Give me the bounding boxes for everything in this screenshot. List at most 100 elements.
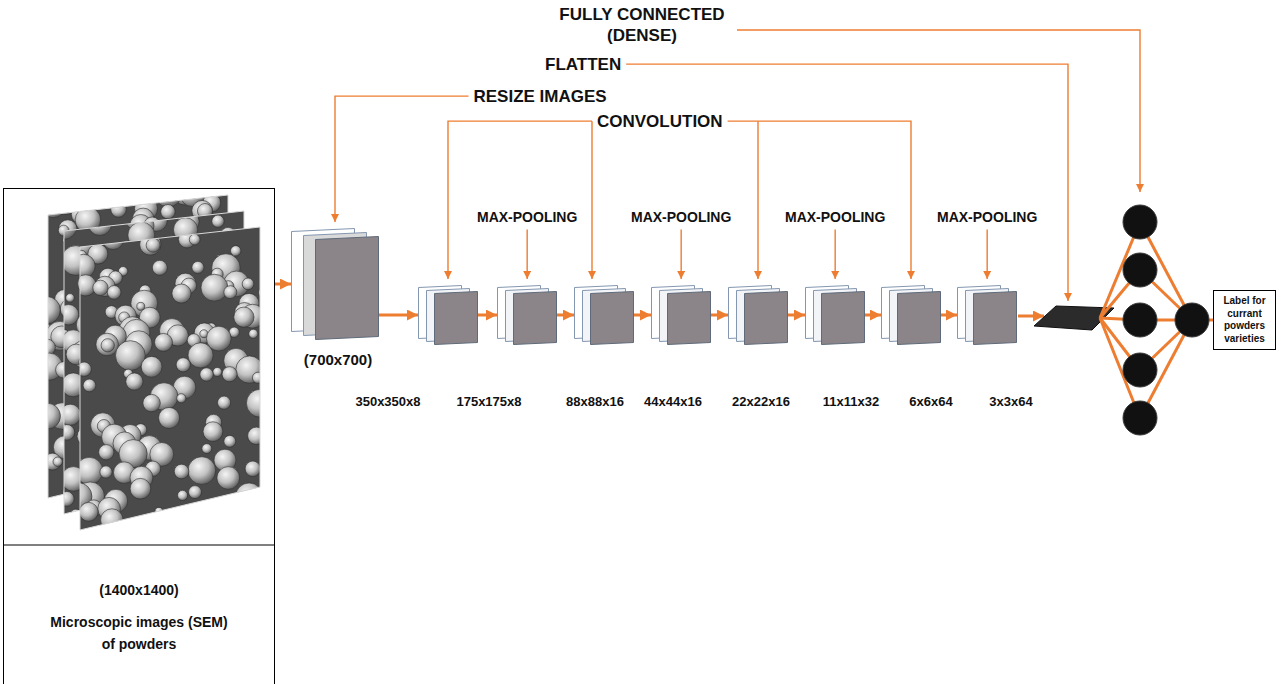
powder-particle (124, 528, 141, 545)
powder-particle (77, 362, 91, 376)
powder-particle (188, 457, 216, 485)
pooling-label: MAX-POOLING (631, 209, 731, 227)
powder-particle (253, 493, 264, 504)
powder-particle (252, 372, 263, 383)
feature-map-stack: 3x3x64 (957, 285, 1017, 345)
neuron (1123, 401, 1157, 435)
leader-line (591, 121, 592, 279)
powder-particle (212, 497, 229, 514)
dimension-label: 22x22x16 (691, 394, 831, 410)
feature-map-stack: 6x6x64 (881, 285, 941, 345)
feature-map-stack-shape (881, 285, 941, 345)
leader-line (737, 30, 1140, 192)
powder-particle (58, 304, 78, 324)
powder-particle (104, 522, 133, 551)
powder-particle (189, 486, 202, 499)
feature-map-stack-shape (418, 285, 478, 345)
powder-particle (217, 467, 240, 490)
powder-particle (49, 211, 78, 240)
powder-particle (66, 294, 75, 303)
powder-particle (59, 425, 75, 441)
input-panel: (1400x1400)Microscopic images (SEM) of p… (3, 188, 275, 684)
flow-arrow (634, 314, 651, 317)
powder-particle (155, 522, 185, 552)
pooling-label: MAX-POOLING (785, 209, 885, 227)
powder-particle (243, 497, 251, 505)
dimension-label: (700x700) (268, 351, 408, 369)
powder-particle (192, 261, 204, 273)
powder-particle (111, 202, 127, 218)
pooling-label: MAX-POOLING (937, 209, 1037, 227)
powder-particle (129, 213, 153, 237)
powder-particle (93, 280, 108, 295)
powder-particle (96, 333, 119, 356)
dimension-label: 11x11x32 (781, 394, 921, 410)
feature-map-stack: (700x700) (291, 228, 379, 340)
powder-particle (203, 422, 223, 442)
stage-label: CONVOLUTION (597, 111, 723, 132)
powder-particle (133, 224, 144, 235)
powder-particle (39, 339, 55, 355)
powder-particle (101, 339, 114, 352)
input-description: Microscopic images (SEM) of powders (45, 611, 233, 655)
stage-label: RESIZE IMAGES (474, 86, 607, 107)
feature-map-plane (435, 292, 478, 345)
leader-line (626, 64, 1068, 301)
powder-particle (59, 491, 74, 506)
flow-arrow (941, 314, 957, 317)
powder-particle (218, 396, 231, 409)
powder-particle (40, 190, 49, 199)
powder-particle (143, 394, 160, 411)
feature-map-stack-shape (957, 285, 1017, 345)
powder-particle (234, 307, 254, 327)
powder-particle (146, 238, 160, 252)
powder-particle (83, 379, 96, 392)
feature-map-plane (974, 292, 1017, 345)
powder-particle (79, 502, 98, 521)
powder-particle (245, 461, 260, 476)
powder-particle (236, 356, 263, 383)
neuron (1123, 303, 1157, 337)
pooling-label: MAX-POOLING (477, 209, 577, 227)
feature-map-stack-shape (651, 285, 711, 345)
neuron (1123, 205, 1157, 239)
powder-particle (259, 286, 273, 300)
neuron (1123, 253, 1157, 287)
powder-particle (245, 522, 270, 547)
flow-arrow (788, 314, 805, 317)
powder-particle (237, 501, 252, 516)
powder-particle (159, 407, 180, 428)
powder-particle (107, 193, 134, 220)
powder-particle (52, 187, 80, 215)
powder-particle (131, 519, 158, 546)
powder-particle (242, 278, 254, 290)
powder-particle (224, 286, 237, 299)
flow-arrow (865, 314, 881, 317)
dimension-label: 175x175x8 (419, 394, 559, 410)
dimension-label: 88x88x16 (525, 394, 665, 410)
powder-particle (102, 227, 124, 249)
dimension-label: 6x6x64 (861, 394, 1001, 410)
feature-map-stack: 44x44x16 (651, 285, 711, 345)
powder-particle (33, 296, 61, 324)
flatten-arrow (1018, 315, 1044, 318)
feature-map-stack: 175x175x8 (497, 285, 557, 345)
feature-map-plane (822, 292, 865, 345)
powder-particle (245, 528, 257, 540)
leader-line (834, 230, 835, 280)
powder-particle (100, 466, 112, 478)
powder-particle (107, 286, 121, 300)
feature-map-stack: 22x22x16 (728, 285, 788, 345)
leader-line (728, 121, 911, 279)
dimension-label: 44x44x16 (603, 394, 743, 410)
powder-particle (150, 520, 177, 547)
feature-map-plane (316, 237, 379, 340)
powder-particle (188, 343, 213, 368)
powder-particle (176, 358, 190, 372)
powder-particle (88, 212, 112, 236)
feature-map-plane (514, 292, 557, 345)
powder-particle (231, 246, 241, 256)
